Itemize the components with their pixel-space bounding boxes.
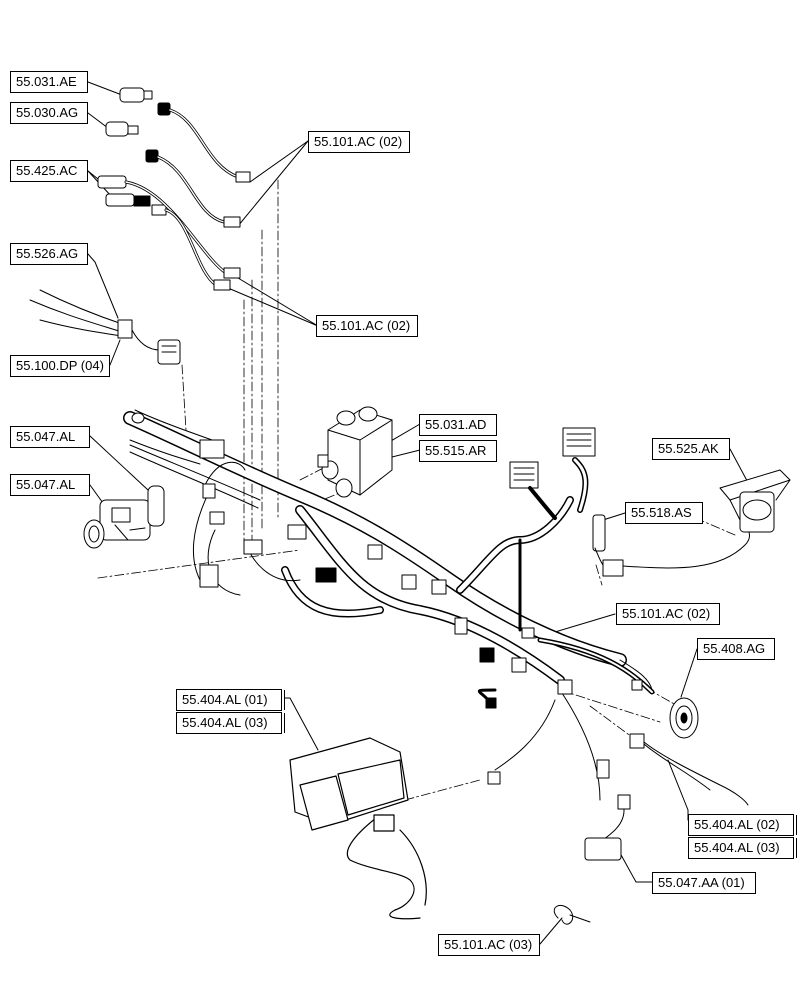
horn-55-408-ag	[619, 659, 699, 739]
lamp-55-404-al	[289, 737, 427, 920]
frame-rails	[129, 409, 213, 465]
callout-55-101-ac-02-mid[interactable]: 55.101.AC (02)	[316, 315, 418, 337]
pigtail-55-526-ag	[29, 289, 181, 365]
callout-55-047-al-1[interactable]: 55.047.AL	[10, 426, 90, 448]
valve-block	[317, 406, 393, 498]
main-harness	[123, 411, 655, 801]
callout-55-518-as[interactable]: 55.518.AS	[625, 502, 703, 524]
callout-55-047-al-2[interactable]: 55.047.AL	[10, 474, 90, 496]
callout-55-101-ac-03[interactable]: 55.101.AC (03)	[438, 934, 540, 956]
callout-55-101-ac-02-right[interactable]: 55.101.AC (02)	[616, 603, 720, 625]
sensor-pigtails	[97, 87, 251, 291]
callout-55-404-al-03-left[interactable]: 55.404.AL (03)	[176, 712, 282, 734]
callout-55-526-ag[interactable]: 55.526.AG	[10, 243, 88, 265]
callout-55-425-ac[interactable]: 55.425.AC	[10, 160, 88, 182]
solenoid-55-047-al	[83, 485, 165, 549]
callout-55-408-ag[interactable]: 55.408.AG	[697, 638, 775, 660]
foot-pedal-55-525-ak	[719, 469, 791, 533]
callout-55-047-aa-01[interactable]: 55.047.AA (01)	[652, 872, 756, 894]
callout-55-404-al-01[interactable]: 55.404.AL (01)	[176, 689, 282, 711]
sensor-55-047-aa	[584, 759, 631, 861]
callout-55-525-ak[interactable]: 55.525.AK	[652, 438, 730, 460]
callout-55-030-ag[interactable]: 55.030.AG	[10, 102, 88, 124]
harness-55-404-al-right	[629, 733, 749, 806]
callout-55-515-ar[interactable]: 55.515.AR	[419, 440, 497, 462]
callout-55-404-al-02[interactable]: 55.404.AL (02)	[688, 814, 794, 836]
callout-55-031-ad[interactable]: 55.031.AD	[419, 414, 497, 436]
top-connectors	[509, 427, 596, 520]
callout-55-404-al-03-right[interactable]: 55.404.AL (03)	[688, 837, 794, 859]
callout-55-101-ac-02-top[interactable]: 55.101.AC (02)	[308, 131, 410, 153]
callout-55-031-ae[interactable]: 55.031.AE	[10, 71, 88, 93]
callout-55-100-dp-04[interactable]: 55.100.DP (04)	[10, 355, 110, 377]
sensor-55-518-as	[592, 514, 750, 577]
cable-tie	[553, 905, 591, 925]
